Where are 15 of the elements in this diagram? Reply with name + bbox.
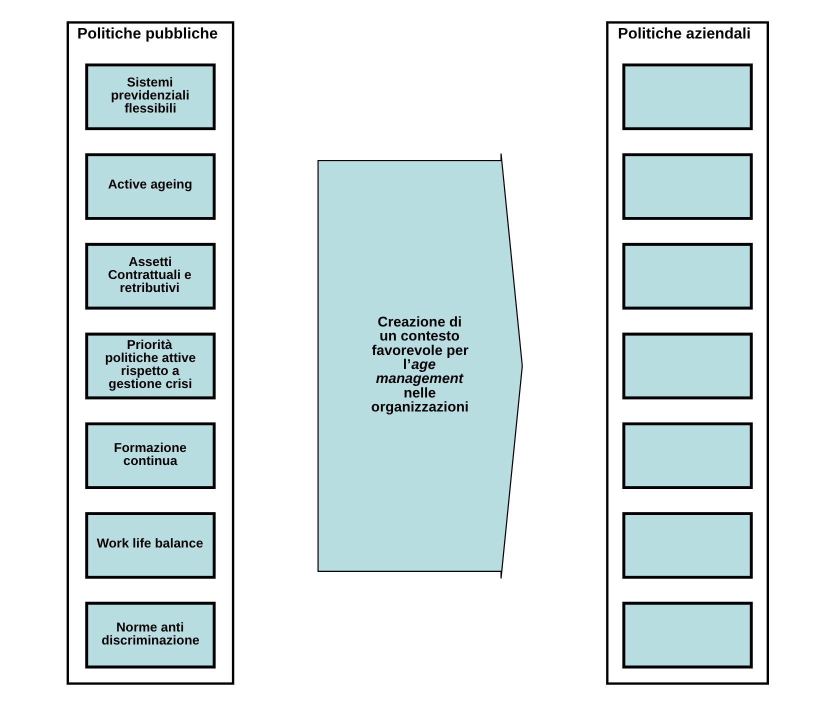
cluster: Politiche aziendali (606, 21, 770, 685)
node-box (622, 63, 753, 130)
node-box: Priorità politiche attive rispetto a gestione crisi (85, 332, 216, 400)
node-box (622, 332, 753, 400)
node-box: Assetti Contrattuali e retributivi (85, 242, 216, 310)
node-box: Sistemi previdenziali flessibili (85, 63, 216, 130)
node-box (622, 422, 753, 490)
node-box (622, 512, 753, 579)
node-box (622, 602, 753, 668)
node-box (622, 153, 753, 220)
node-box (622, 242, 753, 310)
node-box: Active ageing (85, 153, 216, 220)
node-box: Work life balance (85, 512, 216, 579)
node-box: Norme anti discriminazione (85, 602, 216, 668)
node-box: Formazione continua (85, 422, 216, 490)
